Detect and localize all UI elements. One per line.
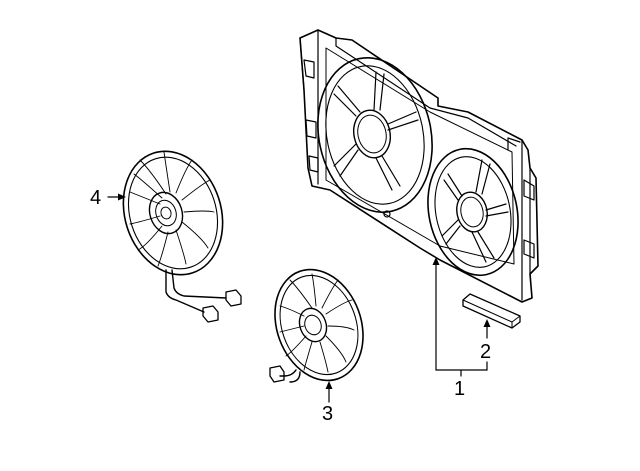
callout-2: 2	[480, 341, 491, 363]
large-fan-icon	[122, 150, 242, 323]
small-fan-icon	[269, 268, 364, 383]
callout-3: 3	[322, 403, 333, 425]
callout-4: 4	[90, 187, 101, 209]
seal-strip-icon	[462, 293, 521, 329]
callout-1: 1	[454, 378, 465, 400]
callout-leaders	[107, 193, 491, 403]
shroud-icon	[299, 29, 539, 303]
